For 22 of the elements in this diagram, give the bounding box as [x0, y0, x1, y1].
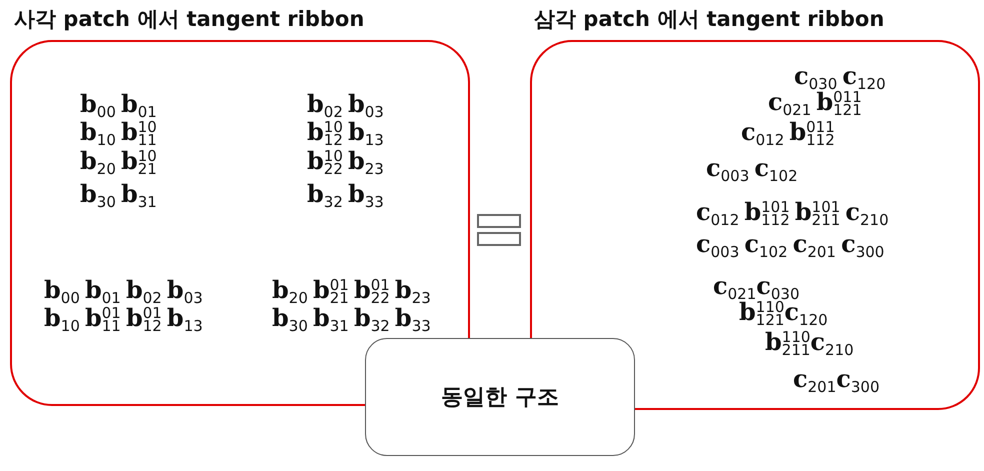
coefficient-row: b$^{110}$$_{121}$c$_{120}$	[739, 300, 828, 328]
coefficient-row: c$_{003}$ c$_{102}$	[706, 156, 798, 184]
box-label: 동일한 구조	[441, 384, 559, 412]
coefficient-row: b$_{30}$ b$_{31}$	[80, 182, 157, 210]
coefficient-row: b$_{02}$ b$_{03}$	[307, 92, 384, 120]
coefficient-row: c$_{012}$ b$^{101}$$_{112}$ b$^{101}$$_{211}$ c$_{210}$	[696, 200, 889, 228]
coefficient-row: c$_{030}$ c$_{120}$	[794, 64, 886, 92]
rounded-box	[365, 338, 635, 456]
coefficient-row: c$_{021}$c$_{030}$	[713, 274, 800, 302]
coefficient-row: b$_{30}$ b$_{31}$ b$_{32}$ b$_{33}$	[272, 306, 431, 334]
box-heading: 사각 patch 에서 tangent ribbon	[14, 6, 364, 33]
coefficient-row: b$_{00}$ b$_{01}$ b$_{02}$ b$_{03}$	[44, 278, 203, 306]
box-heading: 삼각 patch 에서 tangent ribbon	[534, 6, 884, 33]
coefficient-row: c$_{003}$ c$_{102}$ c$_{201}$ c$_{300}$	[696, 232, 884, 260]
coefficient-row: b$_{10}$ b$^{01}$$_{11}$ b$^{01}$$_{12}$ b$_{13}$	[44, 306, 203, 334]
coefficient-row: b$_{20}$ b$^{01}$$_{21}$ b$^{01}$$_{22}$ b$_{23}$	[272, 278, 431, 306]
coefficient-row: b$_{32}$ b$_{33}$	[307, 182, 384, 210]
coefficient-row: b$^{10}$$_{22}$ b$_{23}$	[307, 149, 384, 177]
coefficient-row: c$_{201}$c$_{300}$	[793, 367, 880, 395]
coefficient-row: b$_{00}$ b$_{01}$	[80, 92, 157, 120]
coefficient-row: b$^{110}$$_{211}$c$_{210}$	[765, 330, 854, 358]
coefficient-row: b$^{10}$$_{12}$ b$_{13}$	[307, 120, 384, 148]
